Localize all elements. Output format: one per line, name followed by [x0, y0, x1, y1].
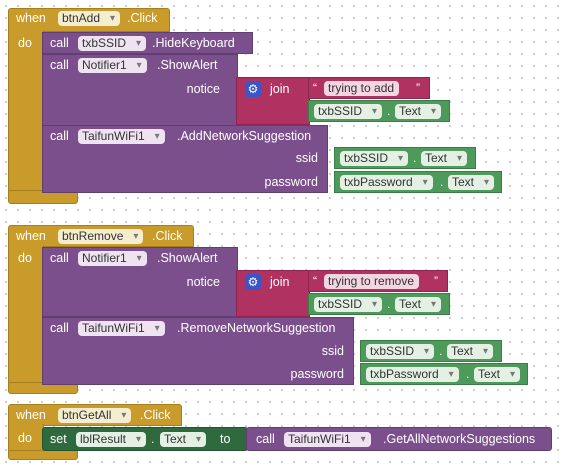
event-name: .Click	[127, 11, 158, 25]
when-keyword: when	[16, 229, 46, 243]
text-string-value[interactable]: trying to add	[324, 81, 400, 96]
component-dropdown-txbSSID[interactable]: txbSSID	[78, 36, 147, 51]
quote-close-icon: ”	[416, 81, 420, 95]
event-block-spine	[8, 30, 44, 198]
method-name: .GetAllNetworkSuggestions	[383, 432, 536, 446]
event-block-bottom	[8, 450, 78, 460]
property-dropdown-text[interactable]: Text	[474, 367, 521, 382]
gear-icon[interactable]: ⚙	[245, 81, 261, 97]
to-keyword: to	[220, 432, 231, 446]
property-dropdown-text[interactable]: Text	[160, 432, 207, 447]
do-keyword: do	[18, 431, 32, 445]
property-dropdown-text[interactable]: Text	[448, 175, 495, 190]
method-name: .RemoveNetworkSuggestion	[177, 321, 336, 335]
event-component-dropdown[interactable]: btnGetAll	[58, 408, 132, 423]
call-keyword: call	[50, 321, 69, 335]
component-dropdown-taifunwifi1[interactable]: TaifunWiFi1	[284, 432, 371, 447]
component-dropdown-notifier1[interactable]: Notifier1	[78, 58, 147, 73]
property-dropdown-text[interactable]: Text	[395, 297, 442, 312]
dot-separator: .	[413, 151, 417, 165]
component-dropdown-txbSSID[interactable]: txbSSID	[314, 297, 383, 312]
do-keyword: do	[18, 251, 32, 265]
join-keyword: join	[270, 82, 290, 96]
when-keyword: when	[16, 408, 46, 422]
when-keyword: when	[16, 11, 46, 25]
event-component-dropdown[interactable]: btnRemove	[58, 229, 144, 244]
method-name: .ShowAlert	[157, 58, 218, 72]
component-dropdown-taifunwifi1[interactable]: TaifunWiFi1	[78, 321, 165, 336]
dot-separator: .	[387, 104, 391, 118]
dot-separator: .	[466, 367, 470, 381]
event-component-dropdown[interactable]: btnAdd	[58, 11, 121, 26]
property-dropdown-text[interactable]: Text	[395, 104, 442, 119]
event-name: .Click	[152, 229, 183, 243]
dot-separator: .	[151, 432, 155, 446]
component-dropdown-txbSSID[interactable]: txbSSID	[314, 104, 383, 119]
component-dropdown-txbSSID[interactable]: txbSSID	[366, 344, 435, 359]
component-dropdown-txbSSID[interactable]: txbSSID	[340, 151, 409, 166]
quote-open-icon: “	[313, 274, 317, 288]
arg-label-password: password	[264, 175, 319, 189]
quote-open-icon: “	[313, 81, 317, 95]
call-keyword: call	[50, 129, 69, 143]
component-dropdown-taifunwifi1[interactable]: TaifunWiFi1	[78, 129, 165, 144]
property-dropdown-text[interactable]: Text	[421, 151, 468, 166]
method-name: .HideKeyboard	[152, 36, 235, 50]
component-dropdown-txbPassword[interactable]: txbPassword	[340, 175, 433, 190]
text-string-value[interactable]: trying to remove	[324, 274, 420, 289]
gear-icon[interactable]: ⚙	[245, 274, 261, 290]
dot-separator: .	[439, 344, 443, 358]
dot-separator: .	[387, 297, 391, 311]
call-keyword: call	[50, 251, 69, 265]
set-keyword: set	[50, 432, 67, 446]
event-name: .Click	[140, 408, 171, 422]
event-block-spine	[8, 245, 44, 387]
do-keyword: do	[18, 36, 32, 50]
call-keyword: call	[50, 58, 69, 72]
component-dropdown-notifier1[interactable]: Notifier1	[78, 251, 147, 266]
component-dropdown-lblResult[interactable]: lblResult	[76, 432, 147, 447]
method-name: .AddNetworkSuggestion	[177, 129, 312, 143]
arg-label-password: password	[290, 367, 345, 381]
call-keyword: call	[256, 432, 275, 446]
quote-close-icon: ”	[434, 274, 438, 288]
dot-separator: .	[440, 175, 444, 189]
arg-label-ssid: ssid	[321, 344, 344, 358]
arg-label-notice: notice	[186, 82, 220, 96]
call-keyword: call	[50, 36, 69, 50]
method-name: .ShowAlert	[157, 251, 218, 265]
component-dropdown-txbPassword[interactable]: txbPassword	[366, 367, 459, 382]
property-dropdown-text[interactable]: Text	[447, 344, 494, 359]
arg-label-ssid: ssid	[295, 151, 318, 165]
arg-label-notice: notice	[186, 275, 220, 289]
join-keyword: join	[270, 275, 290, 289]
